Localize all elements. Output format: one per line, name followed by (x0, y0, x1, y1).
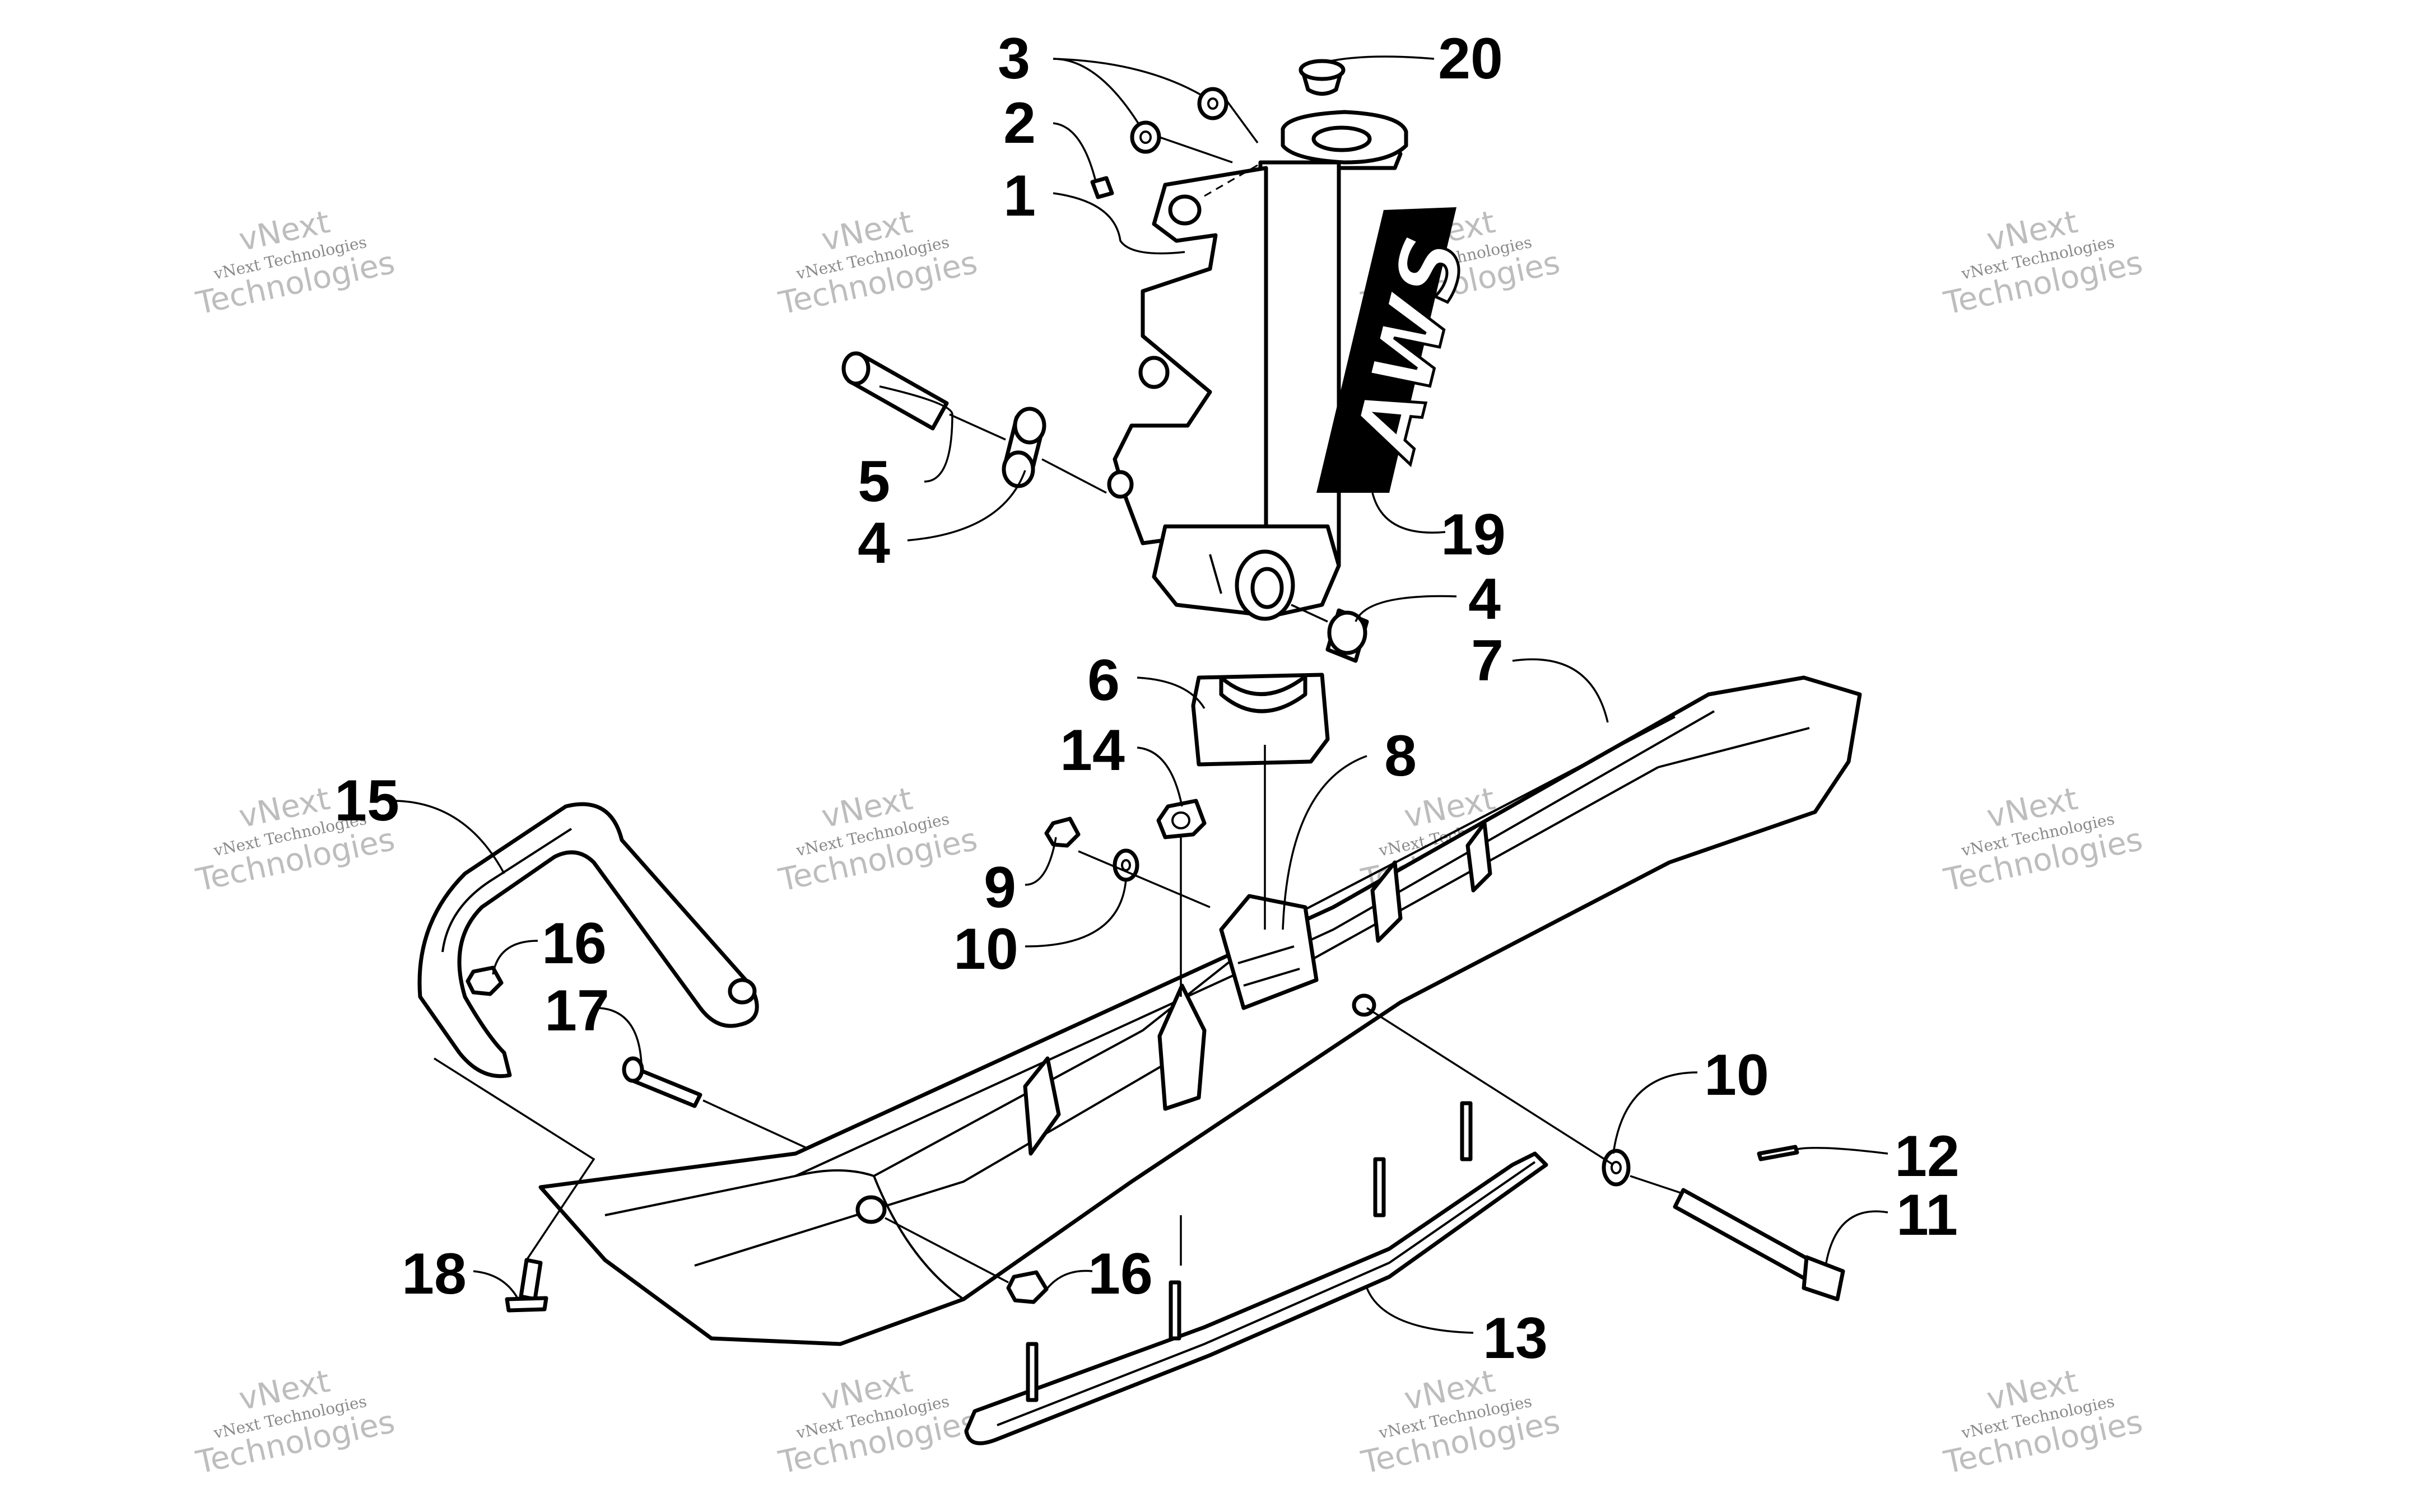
callout-8: 8 (1384, 724, 1417, 788)
nut-part (1006, 1270, 1049, 1304)
callout-11: 11 (1896, 1183, 1958, 1248)
callout-2: 2 (1003, 91, 1036, 156)
spindle-part (1107, 110, 1408, 621)
nut-part (466, 965, 504, 996)
callout-4: 4 (1468, 567, 1501, 632)
assembly-lines (434, 100, 1681, 1284)
callout-9: 9 (984, 855, 1016, 920)
screw-part (505, 1258, 548, 1313)
plug-part (1299, 59, 1346, 96)
washer-part (1130, 120, 1161, 154)
bushing-part (1325, 608, 1369, 663)
nut-part (1044, 816, 1081, 848)
callout-12: 12 (1895, 1124, 1960, 1189)
callout-4: 4 (858, 511, 890, 576)
callout-7: 7 (1471, 628, 1504, 693)
callout-17: 17 (544, 978, 609, 1043)
bushing-part (1002, 407, 1046, 488)
grease-fitting-part (1090, 176, 1114, 199)
pin-part (841, 351, 949, 431)
callout-13: 13 (1483, 1306, 1548, 1371)
callout-19: 19 (1441, 502, 1506, 567)
decal-part: AWS (1316, 207, 1487, 493)
callout-3: 3 (998, 26, 1030, 91)
bolt-part (1673, 1188, 1845, 1301)
bolt-part (622, 1056, 702, 1108)
callout-20: 20 (1438, 26, 1503, 91)
callout-labels: 3 20 2 1 5 4 19 4 7 6 14 8 15 9 16 10 17… (334, 26, 1960, 1371)
washer-part (1197, 87, 1228, 120)
callout-14: 14 (1060, 718, 1125, 783)
cotter-pin-part (1757, 1145, 1799, 1161)
callout-16: 16 (1088, 1242, 1153, 1306)
callout-15: 15 (334, 768, 399, 833)
callout-10: 10 (1704, 1043, 1769, 1108)
bumper-part (1191, 673, 1330, 767)
callout-18: 18 (402, 1242, 467, 1306)
callout-16: 16 (542, 911, 607, 976)
washer-part (1602, 1149, 1631, 1187)
callout-5: 5 (858, 449, 890, 514)
ski-part (538, 675, 1862, 1346)
callout-1: 1 (1003, 164, 1036, 228)
leader-lines (392, 55, 1888, 1334)
lock-nut-part (1156, 799, 1207, 839)
wear-bar-part (964, 1101, 1548, 1445)
callout-10: 10 (953, 917, 1018, 982)
callout-6: 6 (1087, 648, 1120, 713)
